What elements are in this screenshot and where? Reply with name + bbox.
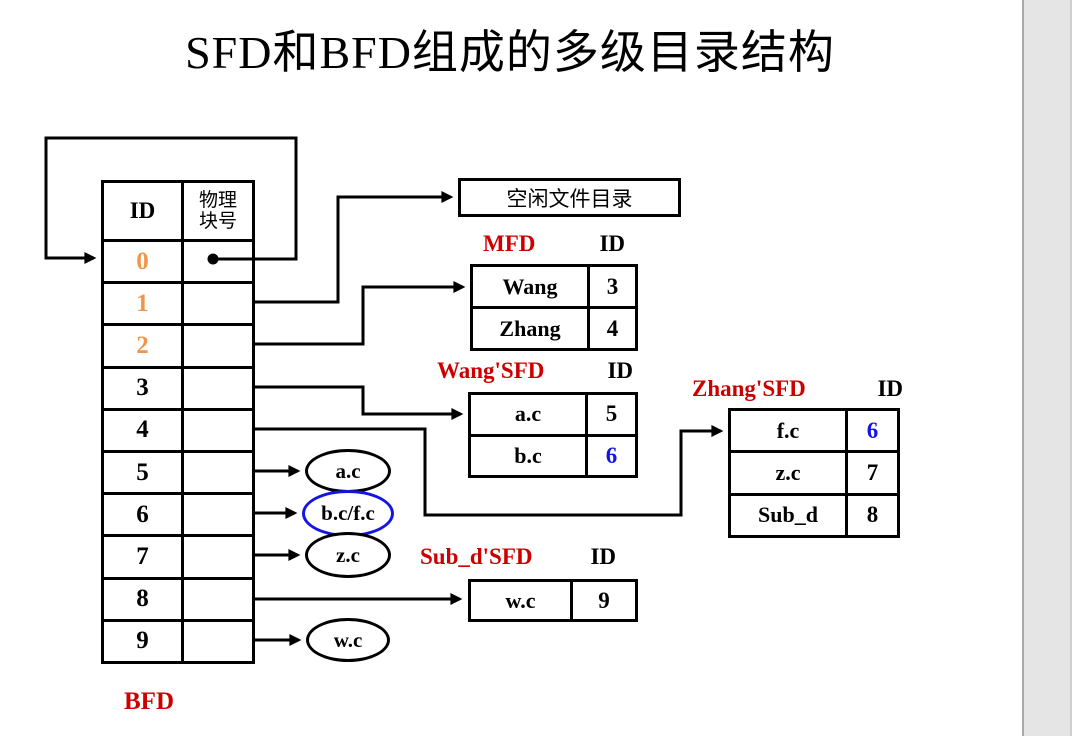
bfd-row-id: 0 <box>136 247 149 275</box>
subd-sfd-id-label: ID <box>590 544 616 569</box>
bfd-row-block-cell <box>181 368 252 408</box>
wang-sfd-table: a.c 5 b.c 6 <box>468 392 638 478</box>
bfd-row-block-cell <box>181 579 252 619</box>
bfd-row-2: 2 <box>104 323 252 366</box>
bfd-row-id: 5 <box>136 458 149 486</box>
bfd-row-id: 8 <box>136 585 149 613</box>
bfd-row-id: 2 <box>136 332 149 359</box>
mfd-table: Wang 3 Zhang 4 <box>470 264 638 351</box>
zhang-sfd-title: Zhang'SFD <box>692 376 806 401</box>
zhang-sfd-row-subd: Sub_d 8 <box>731 492 897 535</box>
bfd-row-1: 1 <box>104 281 252 324</box>
bfd-row-id: 7 <box>136 543 149 571</box>
mfd-entry-id: 3 <box>587 267 635 306</box>
sfd-entry-id: 6 <box>585 436 635 475</box>
mfd-entry-name: Zhang <box>499 315 561 341</box>
subd-sfd-title: Sub_d'SFD <box>420 544 533 569</box>
sfd-entry-id: 7 <box>845 453 897 493</box>
bfd-table: ID 物理 块号 0 1 2 3 4 5 6 <box>101 180 255 664</box>
sfd-entry-name: Sub_d <box>758 502 818 528</box>
mfd-entry-id: 4 <box>587 309 635 348</box>
file-node-bc-fc: b.c/f.c <box>302 490 394 537</box>
wang-sfd-row-bc: b.c 6 <box>471 433 635 475</box>
bfd-row-block-cell <box>181 326 252 366</box>
sfd-entry-name: w.c <box>505 587 536 613</box>
file-node-zc: z.c <box>305 532 391 578</box>
bfd-row-block-cell <box>181 410 252 451</box>
sfd-entry-id: 8 <box>845 495 897 535</box>
bfd-row-7: 7 <box>104 534 252 577</box>
mfd-id-label: ID <box>599 231 625 256</box>
sfd-entry-id: 9 <box>570 582 635 619</box>
bfd-table-header: ID 物理 块号 <box>104 183 252 239</box>
wang-sfd-id-label: ID <box>607 358 633 383</box>
bfd-row-9: 9 <box>104 618 252 662</box>
mfd-title: MFD <box>483 231 536 256</box>
subd-sfd-row-wc: w.c 9 <box>471 582 635 619</box>
bfd-row-id: 4 <box>136 416 149 444</box>
bfd-row-block-cell <box>181 242 252 282</box>
connector-block2-to-mfd <box>255 281 466 346</box>
file-node-wc: w.c <box>306 618 390 662</box>
bfd-row-id: 9 <box>136 627 149 655</box>
bfd-row-block-cell <box>181 284 252 324</box>
bfd-row-block-cell <box>181 453 252 493</box>
sfd-entry-name: f.c <box>776 417 800 443</box>
bfd-row-id: 1 <box>136 289 149 317</box>
mfd-row-wang: Wang 3 <box>473 267 635 306</box>
bfd-row-8: 8 <box>104 576 252 619</box>
bfd-header-physical-block: 物理 块号 <box>181 183 252 239</box>
bfd-row-5: 5 <box>104 450 252 493</box>
right-gray-strip <box>1022 0 1072 736</box>
zhang-sfd-row-fc: f.c 6 <box>731 411 897 451</box>
wang-sfd-row-ac: a.c 5 <box>471 395 635 434</box>
free-file-directory-box: 空闲文件目录 <box>458 178 681 217</box>
mfd-row-zhang: Zhang 4 <box>473 306 635 348</box>
zhang-sfd-header: Zhang'SFD ID <box>692 376 903 402</box>
connector-block1-to-free-directory <box>255 191 454 304</box>
zhang-sfd-row-zc: z.c 7 <box>731 450 897 493</box>
bfd-row-id: 6 <box>136 500 149 528</box>
bfd-row-id: 3 <box>136 374 149 402</box>
bfd-row-6: 6 <box>104 492 252 535</box>
file-node-ac: a.c <box>305 449 391 493</box>
sfd-entry-name: b.c <box>514 442 542 468</box>
sfd-entry-name: a.c <box>514 401 542 427</box>
bfd-row-block-cell <box>181 537 252 577</box>
subd-sfd-header: Sub_d'SFD ID <box>420 544 616 570</box>
bfd-row-4: 4 <box>104 407 252 451</box>
wang-sfd-title: Wang'SFD <box>437 358 545 383</box>
bfd-header-id: ID <box>129 198 156 223</box>
mfd-header: MFD ID <box>483 231 625 257</box>
zhang-sfd-table: f.c 6 z.c 7 Sub_d 8 <box>728 408 900 538</box>
bfd-label: BFD <box>124 688 174 715</box>
connector-block3-to-wang-sfd <box>255 385 464 420</box>
bfd-row-block-cell <box>181 621 252 662</box>
sfd-entry-id: 6 <box>845 411 897 451</box>
bfd-row-3: 3 <box>104 365 252 408</box>
sfd-entry-id: 5 <box>585 395 635 434</box>
wang-sfd-header: Wang'SFD ID <box>437 358 633 384</box>
zhang-sfd-id-label: ID <box>877 376 903 401</box>
slide-title: SFD和BFD组成的多级目录结构 <box>185 27 835 78</box>
mfd-entry-name: Wang <box>502 273 558 299</box>
subd-sfd-table: w.c 9 <box>468 579 638 622</box>
bfd-row-0: 0 <box>104 239 252 282</box>
bfd-row-block-cell <box>181 495 252 535</box>
sfd-entry-name: z.c <box>775 459 801 485</box>
